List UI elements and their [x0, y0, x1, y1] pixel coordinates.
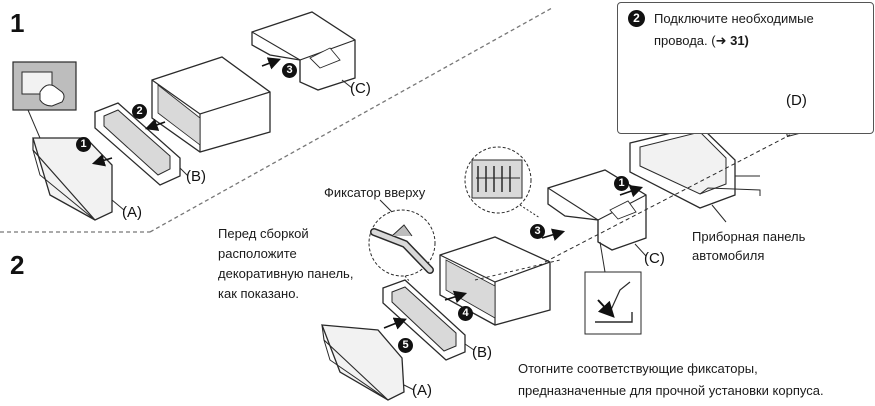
frame-b-top — [94, 102, 181, 186]
bullet-top-3: 3 — [282, 63, 297, 78]
arrow-icon — [619, 185, 644, 198]
bend-tabs-line-2: предназначенные для прочной установки ко… — [518, 383, 824, 398]
bend-tabs-line-1: Отогните соответствующие фиксаторы, — [518, 361, 758, 376]
press-release-icon — [12, 61, 77, 139]
callout-line-2: провода. (➜ 31) — [654, 32, 749, 49]
latch-detail-icon — [368, 209, 436, 277]
arrow-icon: ➜ — [715, 33, 727, 48]
before-assembly-line-1: Перед сборкой — [218, 226, 309, 241]
main-unit-bottom — [439, 236, 551, 326]
arrow-icon — [444, 290, 468, 303]
before-assembly-line-2: расположите — [218, 246, 297, 261]
arrow-icon — [541, 228, 566, 241]
front-panel-a-top — [32, 137, 113, 221]
frame-b-bottom — [382, 279, 466, 361]
callout-line-2-text: провода. ( — [654, 33, 716, 48]
mounting-sleeve-c-bottom — [547, 169, 647, 251]
front-panel-a-bottom — [321, 324, 405, 401]
dashboard-label-line-1: Приборная панель — [692, 229, 806, 244]
label-c-top: (C) — [350, 80, 371, 97]
step-number-1: 1 — [10, 8, 25, 38]
dashboard-opening — [629, 125, 761, 209]
bullet-top-2: 2 — [132, 104, 147, 119]
before-assembly-line-3: декоративную панель, — [218, 266, 354, 281]
label-b-top: (B) — [186, 168, 206, 185]
label-d: (D) — [786, 92, 807, 109]
label-a-bottom: (A) — [412, 382, 432, 399]
main-unit-top — [151, 56, 271, 153]
bend-tabs-detail-icon — [584, 241, 642, 335]
step-number-2: 2 — [10, 250, 25, 280]
wiring-callout-box — [617, 2, 874, 134]
bullet-bottom-1: 1 — [614, 176, 629, 191]
arrow-icon — [144, 118, 166, 131]
bullet-top-1: 1 — [76, 137, 91, 152]
arrow-icon — [91, 154, 113, 167]
bullet-bottom-3: 3 — [530, 224, 545, 239]
callout-step-badge: 2 — [628, 10, 645, 27]
arrow-icon — [383, 317, 407, 330]
label-b-bottom: (B) — [472, 344, 492, 361]
before-assembly-line-4: как показано. — [218, 286, 300, 301]
label-a-top: (A) — [122, 204, 142, 221]
bullet-bottom-5: 5 — [398, 338, 413, 353]
arrow-icon — [261, 57, 281, 70]
label-c-bottom: (C) — [644, 250, 665, 267]
latch-up-label: Фиксатор вверху — [324, 185, 426, 200]
mounting-sleeve-c-top — [251, 11, 356, 91]
bullet-bottom-4: 4 — [458, 306, 473, 321]
sleeve-interior-detail-icon — [464, 146, 532, 214]
page-reference: 31) — [726, 33, 749, 48]
callout-line-1: Подключите необходимые — [654, 11, 814, 26]
dashboard-label-line-2: автомобиля — [692, 248, 765, 263]
